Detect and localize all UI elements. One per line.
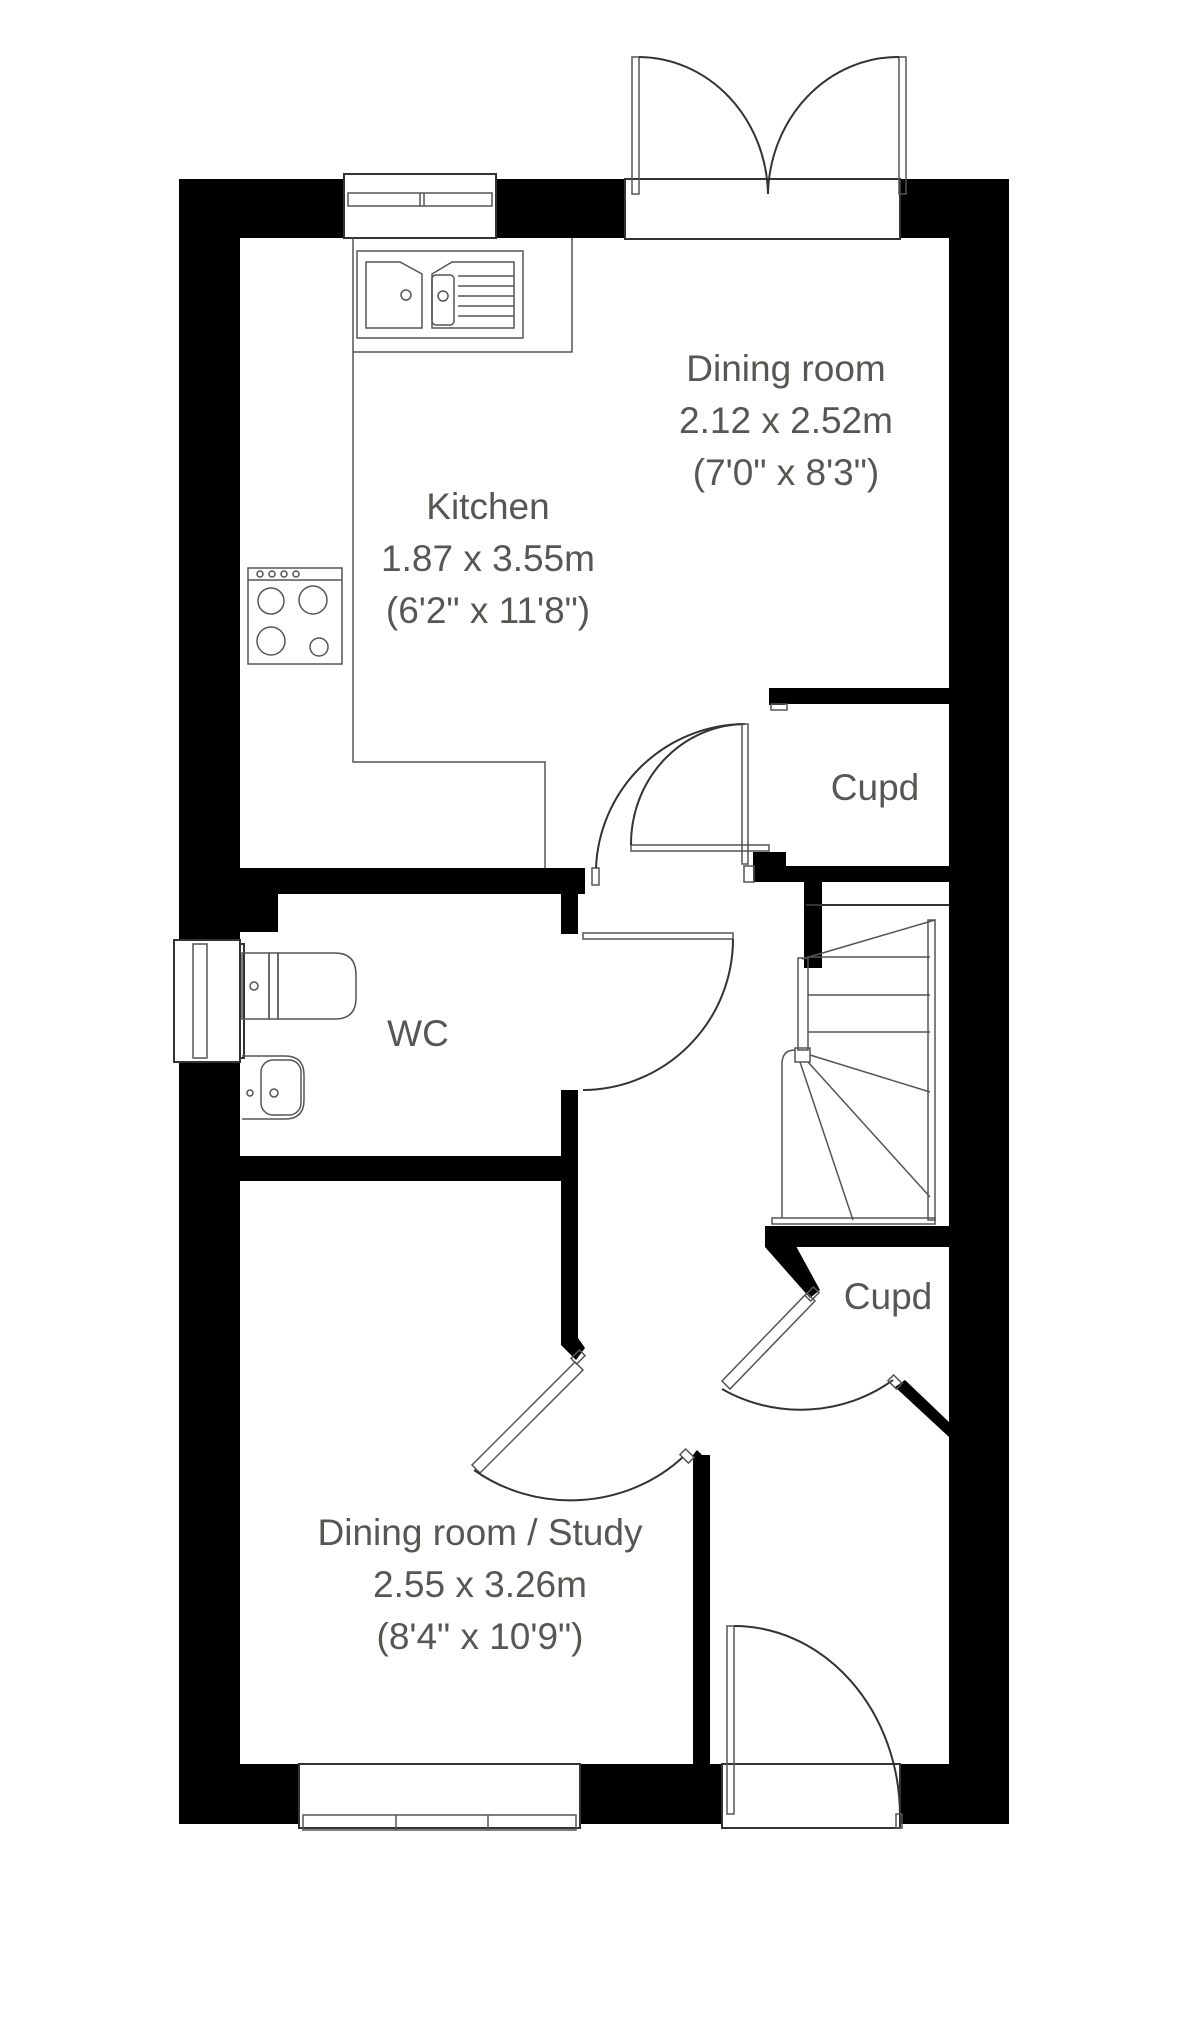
label-cupd-upper: Cupd xyxy=(831,767,919,808)
basin-icon xyxy=(242,1055,305,1120)
room-name: WC xyxy=(387,1013,449,1054)
room-name: Cupd xyxy=(844,1276,932,1317)
wall-right xyxy=(949,179,1009,1824)
wall-bottom-mid xyxy=(580,1764,722,1824)
stairs[interactable] xyxy=(771,904,949,1225)
wall-top-left xyxy=(179,179,344,238)
upper-cupd-door[interactable] xyxy=(741,703,788,883)
wall-top-mid xyxy=(496,179,624,238)
label-kitchen: Kitchen 1.87 x 3.55m (6'2" x 11'8") xyxy=(381,486,595,631)
room-imperial: (7'0" x 8'3") xyxy=(693,452,879,493)
room-name: Dining room xyxy=(686,348,885,389)
wall-bottom-right xyxy=(900,1764,1009,1824)
wall-top-right xyxy=(900,179,1009,238)
study-door[interactable] xyxy=(470,1348,696,1502)
room-name: Dining room / Study xyxy=(318,1512,643,1553)
label-dining-study: Dining room / Study 2.55 x 3.26m (8'4" x… xyxy=(318,1512,643,1657)
label-dining-room: Dining room 2.12 x 2.52m (7'0" x 8'3") xyxy=(679,348,893,493)
room-metric: 2.55 x 3.26m xyxy=(373,1564,587,1605)
sink-icon xyxy=(356,250,524,339)
toilet-icon xyxy=(241,952,357,1020)
room-imperial: (6'2" x 11'8") xyxy=(386,590,590,631)
wc-door[interactable] xyxy=(582,932,734,1091)
hob-icon xyxy=(247,567,343,665)
room-imperial: (8'4" x 10'9") xyxy=(377,1616,584,1657)
kitchen-door[interactable] xyxy=(591,723,770,886)
external-walls xyxy=(179,179,1009,1824)
room-name: Kitchen xyxy=(426,486,549,527)
study-window xyxy=(298,1763,581,1831)
wall-bottom-left xyxy=(179,1764,299,1824)
label-cupd-lower: Cupd xyxy=(844,1276,932,1317)
room-metric: 1.87 x 3.55m xyxy=(381,538,595,579)
room-name: Cupd xyxy=(831,767,919,808)
front-door[interactable] xyxy=(721,1625,903,1829)
internal-walls xyxy=(240,688,949,1764)
kitchen-window xyxy=(343,173,497,239)
room-metric: 2.12 x 2.52m xyxy=(679,400,893,441)
kitchen-worktop xyxy=(352,238,573,870)
label-wc: WC xyxy=(387,1013,449,1054)
lower-cupd-door[interactable] xyxy=(720,1285,904,1411)
french-doors[interactable] xyxy=(624,55,907,240)
wc-window xyxy=(173,939,245,1063)
